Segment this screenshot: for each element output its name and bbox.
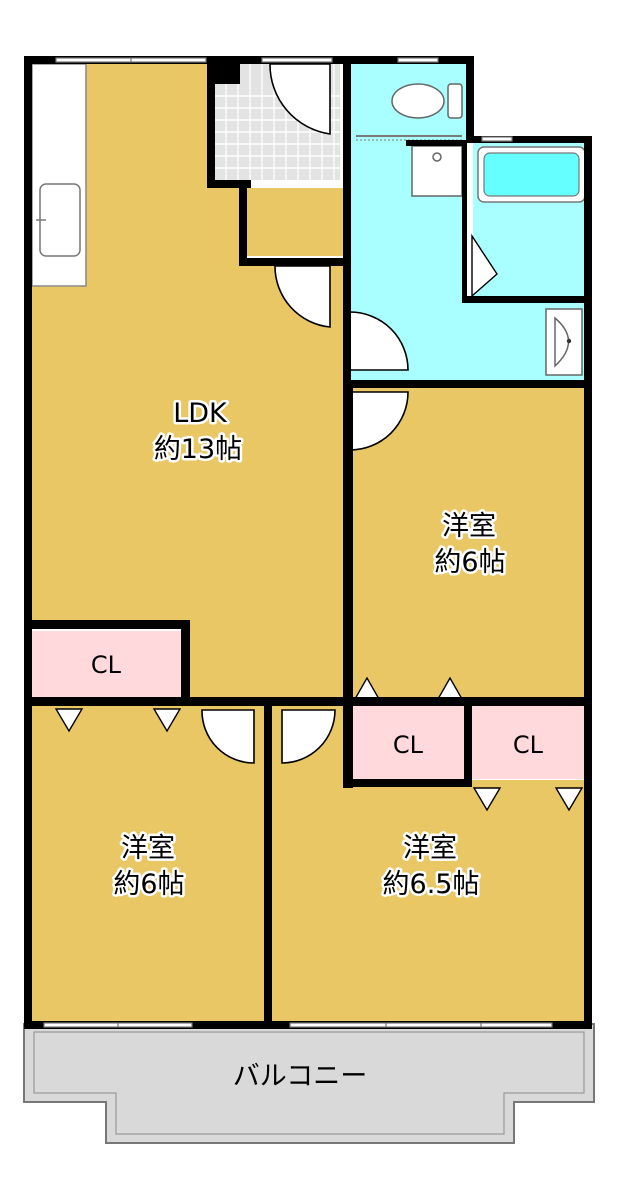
closet-right-label: CL <box>513 731 544 759</box>
western-top-size: 約6帖 <box>434 547 505 578</box>
wash-basin <box>545 308 583 376</box>
toilet <box>356 83 463 141</box>
door-swings <box>201 63 498 764</box>
balcony-label: バルコニー <box>233 1061 367 1092</box>
bathtub <box>477 146 586 203</box>
windows <box>43 57 553 1028</box>
western-right-floor <box>272 705 584 1021</box>
front-door-swing <box>269 63 331 135</box>
washing-machine-pan <box>411 145 463 197</box>
room-labels: LDK 約13帖 洋室 約6帖 洋室 約6帖 洋室 約6.5帖 CL CL CL… <box>91 396 544 1093</box>
western-top-floor <box>352 386 584 698</box>
western-top-name: 洋室 <box>442 511 496 542</box>
western-left-floor <box>32 705 264 1021</box>
western-right-size: 約6.5帖 <box>383 869 480 900</box>
closet-right-floor <box>472 705 584 779</box>
balcony-inner-edge <box>33 1031 585 1135</box>
western-right-name: 洋室 <box>403 833 457 864</box>
western-left-name: 洋室 <box>121 833 175 864</box>
bathroom-door <box>471 233 498 298</box>
closet-mid-floor <box>352 705 464 779</box>
ldk-floor <box>32 64 343 698</box>
ldk-door-swing <box>274 265 331 328</box>
entrance-hall-floor <box>246 188 343 256</box>
closet-left-label: CL <box>91 651 122 679</box>
western-left-size: 約6帖 <box>113 869 184 900</box>
closet-door-marks <box>54 676 584 812</box>
closet-mid-label: CL <box>393 731 424 759</box>
ldk-size: 約13帖 <box>154 434 242 465</box>
western-top-door-swing <box>349 391 409 451</box>
closet-left-floor <box>32 631 181 697</box>
western-right-door-swing <box>281 709 336 764</box>
kitchen-counter <box>31 63 87 287</box>
western-left-door-swing <box>201 709 255 764</box>
balcony <box>23 1023 595 1144</box>
washroom-door-swing <box>349 311 409 371</box>
ldk-name: LDK <box>173 398 228 429</box>
